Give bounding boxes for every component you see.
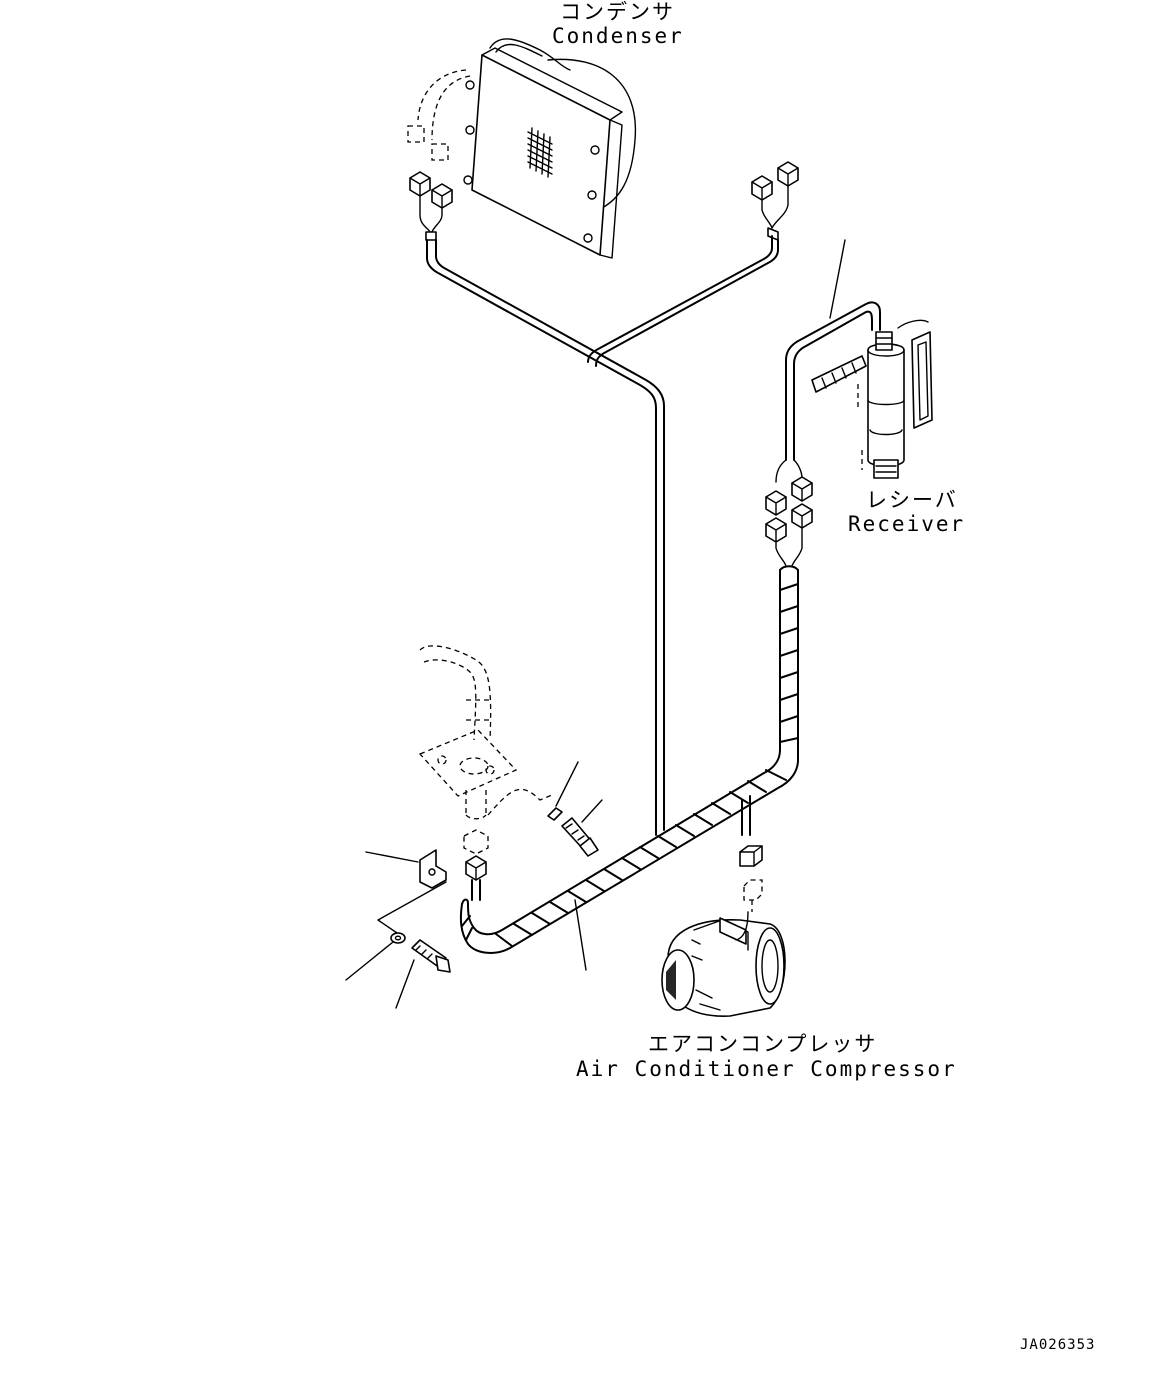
harness-tail bbox=[418, 645, 553, 901]
washer-bolt bbox=[345, 932, 451, 1009]
compressor-label-en: Air Conditioner Compressor bbox=[576, 1057, 957, 1081]
condenser-label-en: Condenser bbox=[552, 24, 684, 48]
condenser-unit bbox=[407, 38, 637, 259]
harness-wrapped bbox=[459, 565, 799, 971]
receiver-label-jp: レシーバ bbox=[866, 488, 958, 512]
drawing-number: JA026353 bbox=[1020, 1337, 1096, 1353]
connector-pair-left bbox=[409, 171, 453, 241]
connector-pair-right bbox=[751, 161, 799, 241]
clamp-bracket bbox=[365, 849, 447, 936]
compressor-unit bbox=[661, 911, 786, 1017]
harness-thin-branch bbox=[426, 235, 779, 836]
connector-group-receiver bbox=[765, 459, 813, 567]
receiver-label-en: Receiver bbox=[848, 512, 966, 536]
spring-bolt bbox=[547, 761, 603, 857]
receiver-unit bbox=[785, 239, 933, 479]
compressor-label-jp: エアコンコンプレッサ bbox=[648, 1032, 878, 1056]
compressor-connector bbox=[739, 795, 763, 912]
condenser-label-jp: コンデンサ bbox=[560, 0, 675, 24]
